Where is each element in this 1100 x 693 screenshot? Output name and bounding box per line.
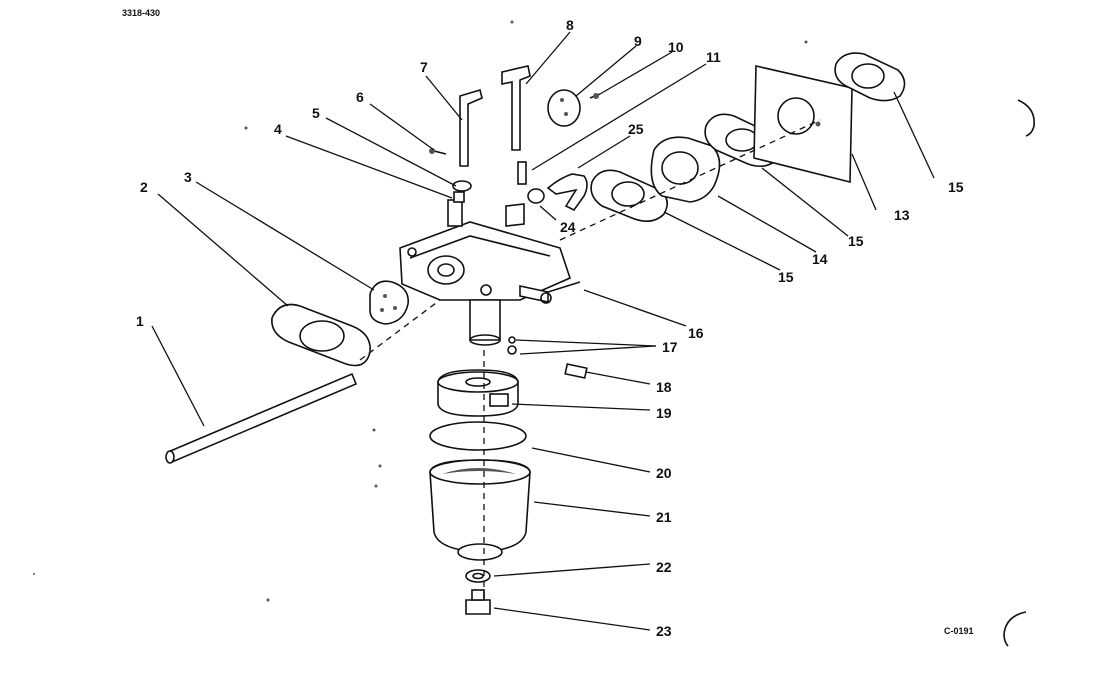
part-3-plate [369, 280, 409, 325]
part-9-disc [547, 89, 581, 127]
label-part-15-right: 15 [948, 179, 964, 195]
label-part-13: 13 [894, 207, 910, 223]
label-part-6: 6 [356, 89, 364, 105]
carburetor-body [399, 199, 571, 346]
part-14-spacer [650, 136, 721, 203]
label-part-17: 17 [662, 339, 678, 355]
part-23-bolt [465, 589, 491, 615]
part-25-tube [546, 173, 588, 212]
alignment-axis-horizontal [359, 119, 821, 361]
part-20-ring [429, 421, 527, 451]
part-24-fitting [527, 188, 545, 204]
part-2-gasket [271, 303, 371, 367]
part-15-gasket-c [834, 52, 906, 102]
part-22-washer [465, 569, 491, 583]
corner-mark-bottom [1003, 611, 1027, 647]
label-part-11: 11 [706, 49, 721, 65]
part-5-spring [452, 180, 472, 192]
label-part-4: 4 [274, 121, 282, 137]
part-21-bowl [429, 459, 531, 561]
label-part-2: 2 [140, 179, 148, 195]
label-part-18: 18 [656, 379, 672, 395]
label-part-20: 20 [656, 465, 672, 481]
scan-specks [33, 20, 808, 602]
label-part-22: 22 [656, 559, 672, 575]
part-labels: 1 2 3 4 5 6 7 8 9 10 11 13 14 15 15 15 1… [136, 17, 964, 639]
label-part-23: 23 [656, 623, 672, 639]
label-part-5: 5 [312, 105, 320, 121]
corner-mark-top [1017, 99, 1035, 137]
part-16-screw [547, 281, 581, 293]
label-part-15-mid: 15 [848, 233, 864, 249]
part-19-float [437, 369, 519, 417]
drawing-number: 3318-430 [122, 8, 160, 18]
part-17-screw [507, 336, 517, 355]
part-10-screw [589, 93, 601, 99]
label-part-15-low: 15 [778, 269, 794, 285]
label-part-16: 16 [688, 325, 704, 341]
label-part-19: 19 [656, 405, 672, 421]
leader-lines [151, 31, 935, 631]
figure-code: C-0191 [944, 626, 974, 636]
part-7-lever [459, 88, 483, 167]
part-15-gasket-a [590, 169, 668, 222]
label-part-24: 24 [560, 219, 576, 235]
label-part-25: 25 [628, 121, 644, 137]
part-4-needle [453, 191, 465, 203]
label-part-14: 14 [812, 251, 828, 267]
label-part-1: 1 [136, 313, 144, 329]
part-8-lever [501, 65, 531, 151]
label-part-21: 21 [656, 509, 672, 525]
part-1-shaft [165, 372, 358, 464]
label-part-9: 9 [634, 33, 642, 49]
label-part-8: 8 [566, 17, 574, 33]
label-part-7: 7 [420, 59, 428, 75]
label-part-3: 3 [184, 169, 192, 185]
part-18-screw [564, 363, 588, 379]
label-part-10: 10 [668, 39, 684, 55]
part-11-screw [517, 161, 527, 185]
part-13-plate [753, 65, 853, 184]
